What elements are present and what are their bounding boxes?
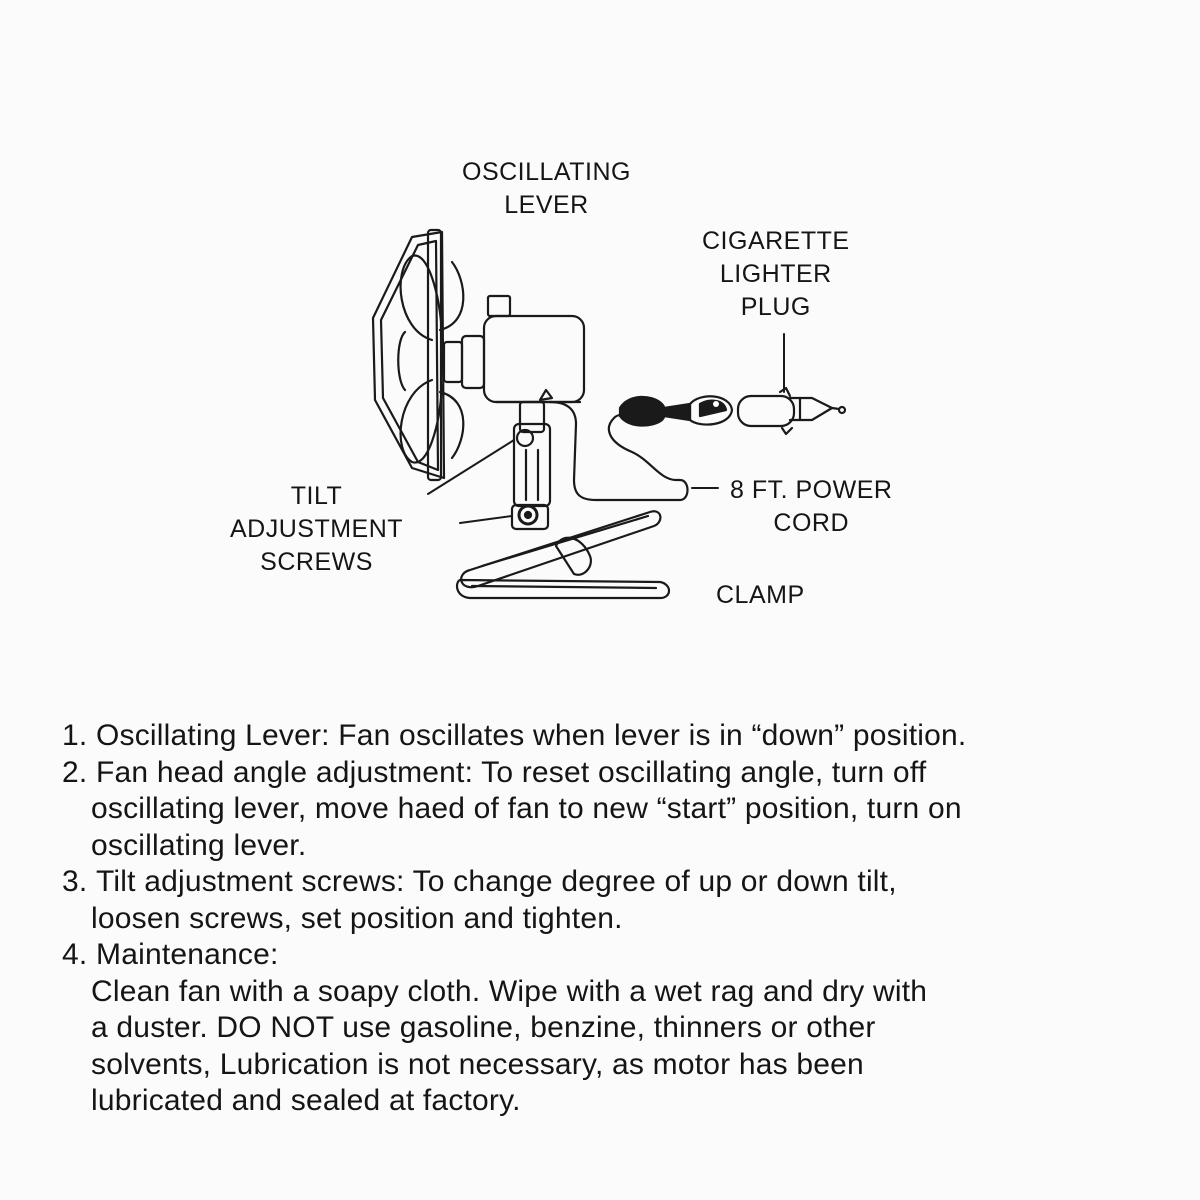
label-line: OSCILLATING [462, 158, 631, 186]
label-line: CIGARETTE [702, 227, 850, 255]
instruction-line: loosen screws, set position and tighten. [91, 901, 623, 935]
instruction-text: Fan head angle adjustment: To reset osci… [96, 755, 1172, 792]
label-line: TILT [290, 482, 343, 510]
label-power-cord: 8 FT. POWER CORD [730, 474, 892, 540]
instruction-text: Tilt adjustment screws: To change degree… [96, 864, 1172, 901]
instruction-text: Oscillating Lever: Fan oscillates when l… [96, 718, 1172, 755]
instruction-number: 4. [62, 938, 88, 971]
instruction-number: 3. [62, 865, 88, 898]
instruction-continuation: oscillating lever, move haed of fan to n… [62, 791, 1172, 864]
instruction-item: 2. Fan head angle adjustment: To reset o… [62, 755, 1172, 792]
instruction-line: Maintenance: [96, 938, 279, 971]
instruction-line: a duster. DO NOT use gasoline, benzine, … [91, 1011, 876, 1044]
fan-blades [397, 254, 465, 464]
motor-housing [482, 294, 586, 404]
instructions-list: 1. Oscillating Lever: Fan oscillates whe… [62, 718, 1172, 1120]
fan-diagram: OSCILLATING LEVER CIGARETTE LIGHTER PLUG… [230, 156, 892, 609]
label-line: 8 FT. POWER [730, 476, 893, 504]
label-cigarette-lighter-plug: CIGARETTE LIGHTER PLUG [702, 225, 850, 324]
instruction-number: 1. [62, 719, 88, 752]
cigarette-lighter-plug [736, 386, 847, 436]
label-oscillating-lever: OSCILLATING LEVER [462, 156, 631, 222]
instruction-line: lubricated and sealed at factory. [91, 1084, 521, 1117]
fan-guard [371, 228, 446, 482]
leader-lines [427, 333, 785, 524]
fan-illustration [371, 228, 847, 600]
label-line: LIGHTER [719, 260, 832, 288]
label-line: CORD [773, 509, 850, 537]
instruction-line: oscillating lever. [91, 828, 307, 862]
instruction-text: Maintenance: [96, 937, 1172, 974]
fan-hub [442, 334, 486, 390]
instruction-continuation: loosen screws, set position and tighten. [62, 901, 1172, 938]
instruction-line: Oscillating Lever: Fan oscillates when l… [96, 719, 967, 752]
instruction-continuation: Clean fan with a soapy cloth. Wipe with … [62, 974, 1172, 1120]
cord-plug-end [618, 395, 734, 427]
instruction-item: 3. Tilt adjustment screws: To change deg… [62, 864, 1172, 901]
label-clamp: CLAMP [716, 581, 805, 609]
label-line: PLUG [740, 293, 811, 321]
power-cord [548, 400, 689, 502]
oscillating-lever [538, 388, 554, 402]
instruction-line: Fan head angle adjustment: To reset osci… [96, 755, 927, 789]
label-line: ADJUSTMENT [230, 515, 404, 543]
instruction-line: solvents, Lubrication is not necessary, … [91, 1047, 864, 1081]
instruction-line: Tilt adjustment screws: To change degree… [96, 865, 897, 898]
tilt-screw [510, 503, 550, 531]
label-line: SCREWS [260, 548, 373, 576]
label-tilt-adjustment-screws: TILT ADJUSTMENT SCREWS [230, 480, 403, 579]
instruction-item: 1. Oscillating Lever: Fan oscillates whe… [62, 718, 1172, 755]
label-line: LEVER [504, 191, 589, 219]
instruction-line: Clean fan with a soapy cloth. Wipe with … [91, 974, 928, 1008]
clamp [455, 510, 671, 600]
instruction-item: 4. Maintenance: [62, 937, 1172, 974]
instruction-line: oscillating lever, move haed of fan to n… [91, 792, 962, 825]
fan-stand [512, 400, 552, 508]
instruction-number: 2. [62, 755, 88, 789]
